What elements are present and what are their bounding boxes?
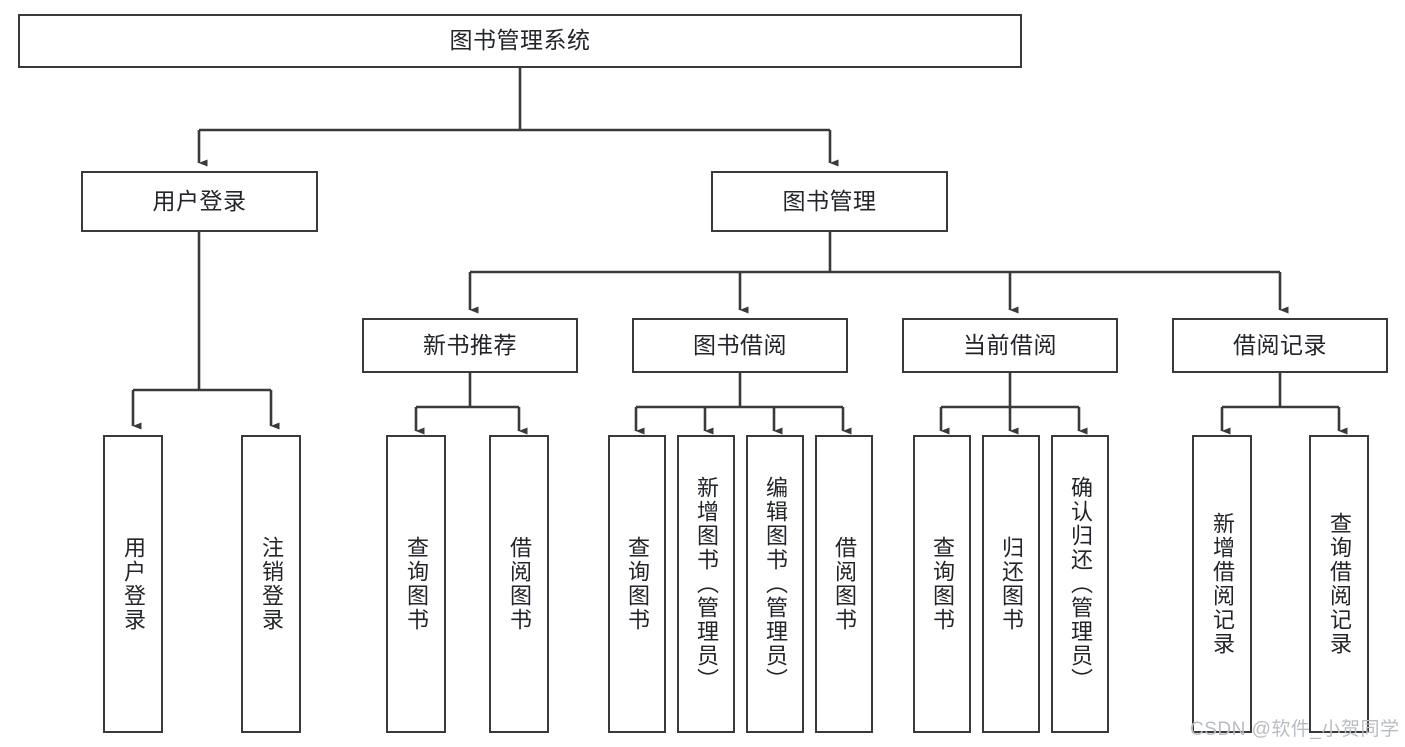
- leaf-query-book-borrow[interactable]: 查询图书: [608, 435, 666, 733]
- node-label: 新增图书（管理员）: [693, 476, 719, 692]
- leaf-user-login[interactable]: 用户登录: [103, 435, 163, 733]
- leaf-query-book-current[interactable]: 查询图书: [913, 435, 971, 733]
- node-borrow-record[interactable]: 借阅记录: [1172, 318, 1388, 373]
- node-label: 当前借阅: [963, 331, 1057, 358]
- node-current-borrow[interactable]: 当前借阅: [902, 318, 1118, 373]
- node-new-book-recommend[interactable]: 新书推荐: [362, 318, 578, 373]
- leaf-return-book[interactable]: 归还图书: [982, 435, 1040, 733]
- leaf-borrow-book-recommend[interactable]: 借阅图书: [489, 435, 549, 733]
- node-label: 借阅图书: [506, 536, 532, 632]
- leaf-query-borrow-record[interactable]: 查询借阅记录: [1309, 435, 1369, 733]
- node-label: 借阅图书: [831, 536, 857, 632]
- node-book-management[interactable]: 图书管理: [711, 171, 948, 232]
- node-label: 注销登录: [258, 536, 284, 632]
- node-book-borrow[interactable]: 图书借阅: [632, 318, 848, 373]
- node-label: 查询借阅记录: [1326, 512, 1352, 656]
- node-label: 归还图书: [998, 536, 1024, 632]
- csdn-watermark: CSDN @软件_小贺同学: [1190, 719, 1400, 740]
- node-root-system[interactable]: 图书管理系统: [18, 14, 1022, 68]
- node-label: 确认归还（管理员）: [1067, 476, 1093, 692]
- leaf-user-logout[interactable]: 注销登录: [241, 435, 301, 733]
- leaf-add-borrow-record[interactable]: 新增借阅记录: [1192, 435, 1252, 733]
- node-label: 查询图书: [929, 536, 955, 632]
- leaf-add-book-admin[interactable]: 新增图书（管理员）: [677, 435, 735, 733]
- leaf-borrow-book[interactable]: 借阅图书: [815, 435, 873, 733]
- leaf-query-book-recommend[interactable]: 查询图书: [386, 435, 446, 733]
- node-label: 编辑图书（管理员）: [762, 476, 788, 692]
- leaf-confirm-return-admin[interactable]: 确认归还（管理员）: [1051, 435, 1109, 733]
- node-label: 借阅记录: [1233, 331, 1327, 358]
- node-label: 查询图书: [624, 536, 650, 632]
- node-label: 新增借阅记录: [1209, 512, 1235, 656]
- node-label: 用户登录: [152, 187, 247, 214]
- node-user-login[interactable]: 用户登录: [81, 171, 318, 232]
- node-label: 新书推荐: [423, 331, 517, 358]
- node-label: 查询图书: [403, 536, 429, 632]
- node-label: 图书管理系统: [449, 27, 591, 54]
- leaf-edit-book-admin[interactable]: 编辑图书（管理员）: [746, 435, 804, 733]
- node-label: 图书借阅: [693, 331, 787, 358]
- node-label: 用户登录: [120, 536, 146, 632]
- node-label: 图书管理: [782, 187, 877, 214]
